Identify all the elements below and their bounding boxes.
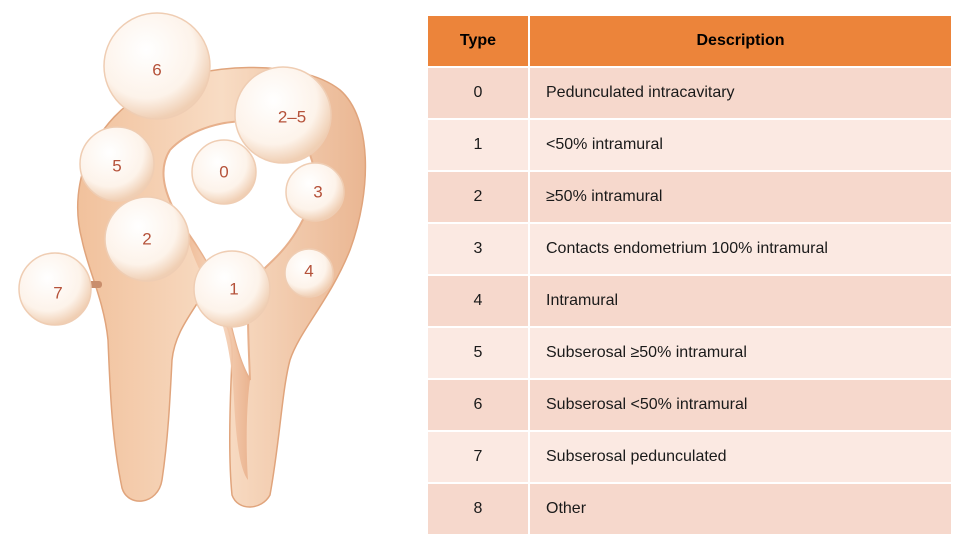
- type-column-header: Type: [428, 16, 529, 67]
- svg-text:4: 4: [304, 262, 313, 281]
- description-cell: Other: [529, 483, 951, 535]
- description-column-header: Description: [529, 16, 951, 67]
- fibroid-2: 2: [105, 197, 189, 281]
- fibroid-1: 1: [194, 251, 270, 327]
- description-cell: Contacts endometrium 100% intramural: [529, 223, 951, 275]
- fibroid-2-5: 2–5: [235, 67, 331, 163]
- description-cell: Pedunculated intracavitary: [529, 67, 951, 119]
- fibroid-0: 0: [192, 140, 256, 204]
- table-row: 3 Contacts endometrium 100% intramural: [428, 223, 951, 275]
- fibroid-4: 4: [285, 249, 333, 297]
- description-cell: Subserosal ≥50% intramural: [529, 327, 951, 379]
- type-cell: 8: [428, 483, 529, 535]
- type-cell: 5: [428, 327, 529, 379]
- table-row: 0 Pedunculated intracavitary: [428, 67, 951, 119]
- uterus-illustration: 6 2–5 5 0 3 2 4 1: [0, 0, 430, 519]
- table-row: 1 <50% intramural: [428, 119, 951, 171]
- type-cell: 4: [428, 275, 529, 327]
- table-header-row: Type Description: [428, 16, 951, 67]
- fibroid-5: 5: [80, 127, 154, 201]
- type-cell: 2: [428, 171, 529, 223]
- fibroid-6: 6: [104, 13, 210, 119]
- fibroid-diagram: 6 2–5 5 0 3 2 4 1: [0, 0, 430, 519]
- table-row: 7 Subserosal pedunculated: [428, 431, 951, 483]
- table-row: 8 Other: [428, 483, 951, 535]
- type-cell: 6: [428, 379, 529, 431]
- description-cell: ≥50% intramural: [529, 171, 951, 223]
- type-cell: 3: [428, 223, 529, 275]
- svg-text:1: 1: [229, 280, 238, 299]
- classification-table-wrap: Type Description 0 Pedunculated intracav…: [428, 16, 951, 536]
- type-cell: 1: [428, 119, 529, 171]
- table-row: 4 Intramural: [428, 275, 951, 327]
- description-cell: Intramural: [529, 275, 951, 327]
- description-cell: <50% intramural: [529, 119, 951, 171]
- type-cell: 0: [428, 67, 529, 119]
- svg-text:5: 5: [112, 157, 121, 176]
- description-cell: Subserosal pedunculated: [529, 431, 951, 483]
- svg-text:6: 6: [152, 61, 161, 80]
- fibroid-7: 7: [19, 253, 91, 325]
- svg-text:2–5: 2–5: [278, 108, 306, 127]
- svg-text:3: 3: [313, 183, 322, 202]
- svg-text:2: 2: [142, 230, 151, 249]
- table-row: 5 Subserosal ≥50% intramural: [428, 327, 951, 379]
- table-row: 6 Subserosal <50% intramural: [428, 379, 951, 431]
- description-cell: Subserosal <50% intramural: [529, 379, 951, 431]
- svg-text:0: 0: [219, 163, 228, 182]
- type-cell: 7: [428, 431, 529, 483]
- classification-table: Type Description 0 Pedunculated intracav…: [428, 16, 951, 536]
- svg-text:7: 7: [53, 284, 62, 303]
- fibroid-3: 3: [286, 163, 344, 221]
- table-row: 2 ≥50% intramural: [428, 171, 951, 223]
